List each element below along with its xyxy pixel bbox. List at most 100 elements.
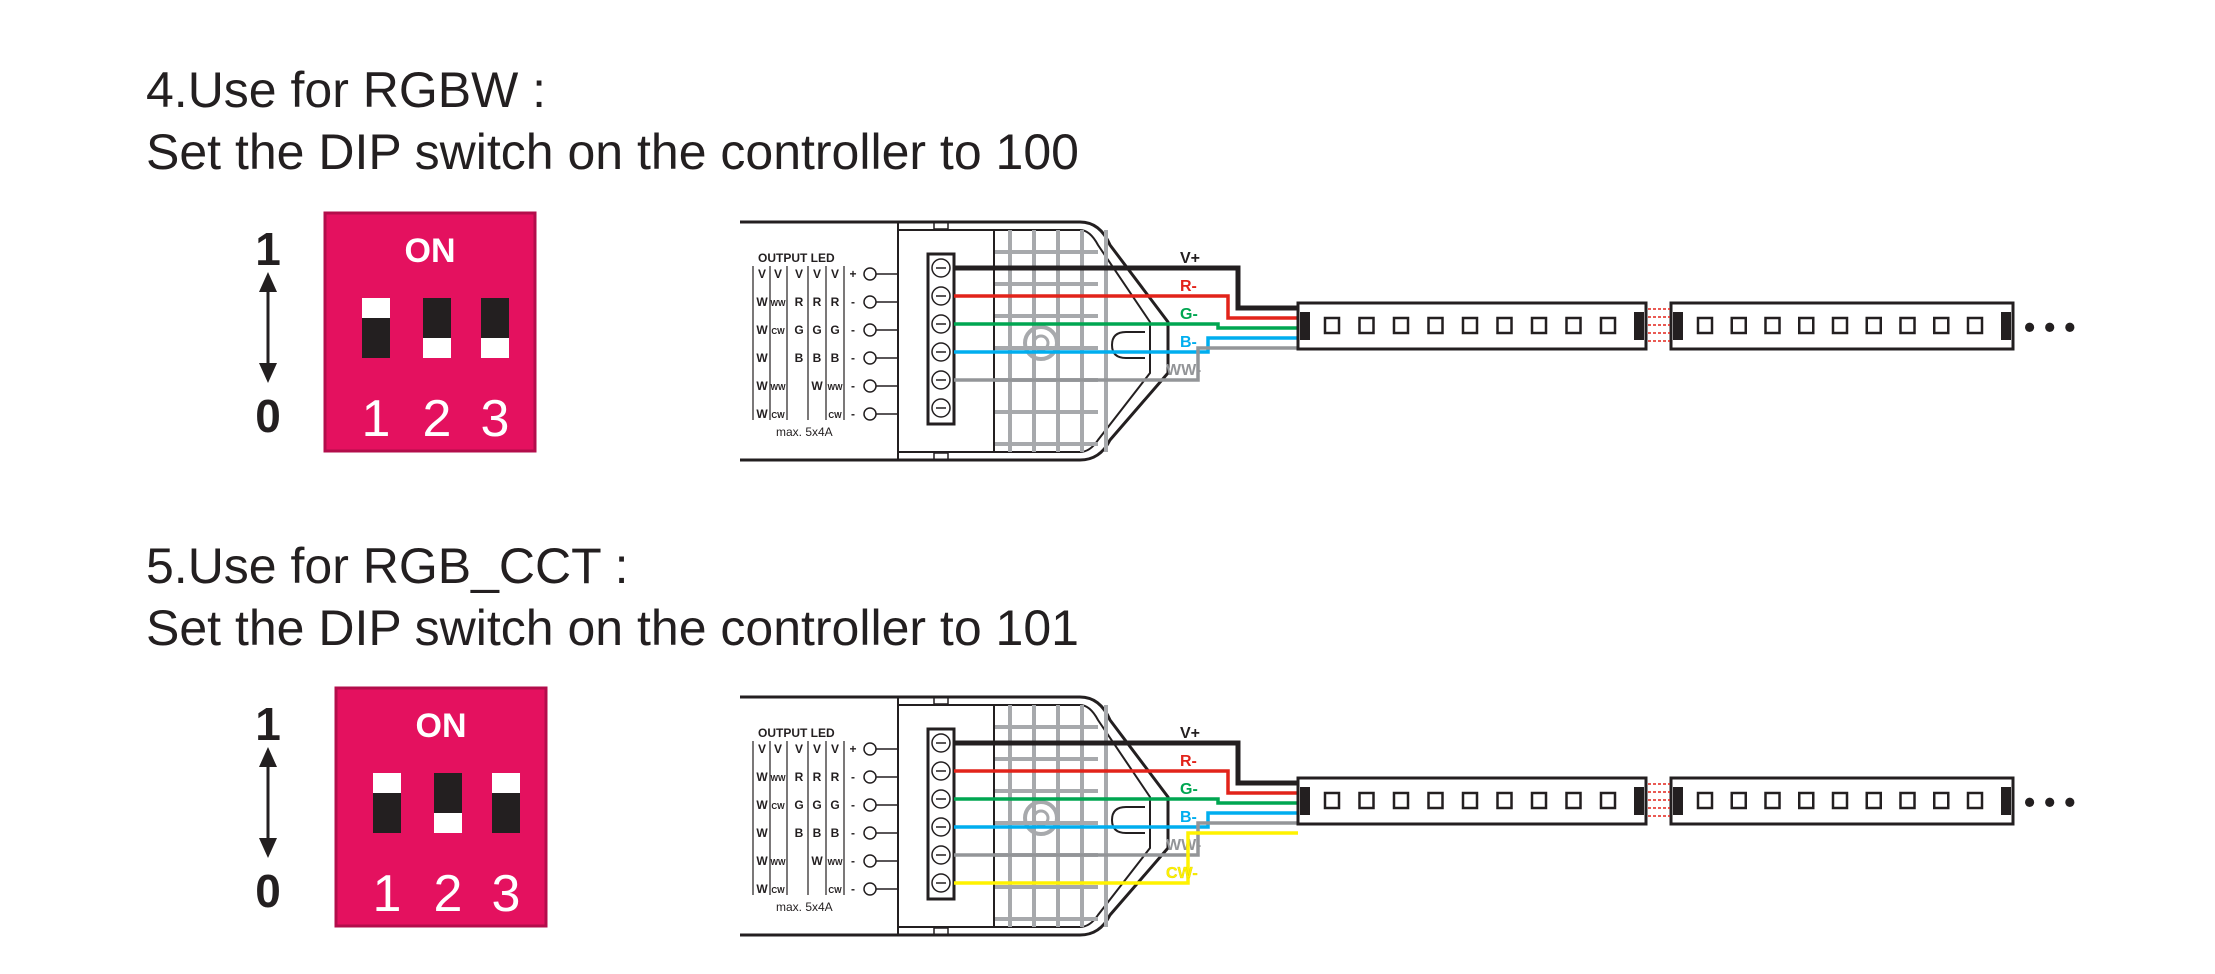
table-cell: V — [831, 742, 839, 756]
clip-top — [933, 221, 949, 230]
table-cell: R — [831, 295, 840, 309]
table-cell: WW — [827, 383, 843, 392]
led-chip — [1358, 791, 1375, 810]
section-2-subtitle: Set the DIP switch on the controller to … — [146, 600, 1079, 656]
led-chip — [1461, 316, 1479, 335]
dip-number-2: 2 — [434, 865, 463, 923]
wire-label: B- — [1180, 809, 1197, 826]
table-cell: V — [758, 742, 766, 756]
dip-on-label: ON — [405, 232, 456, 270]
terminal-circle — [863, 854, 877, 868]
table-cell: G — [794, 798, 803, 812]
dip-knob-3 — [481, 338, 509, 358]
table-cell: W — [811, 854, 823, 868]
table-cell: V — [813, 742, 821, 756]
section-1-subtitle: Set the DIP switch on the controller to … — [146, 124, 1079, 180]
wire-b — [954, 811, 1298, 829]
table-cell: V — [795, 267, 803, 281]
table-cell: W — [756, 854, 768, 868]
table-cell: - — [851, 826, 855, 840]
wire-cw — [954, 831, 1298, 885]
led-chip — [1730, 791, 1747, 810]
table-cell: WW — [827, 858, 843, 867]
wire-label: R- — [1180, 753, 1197, 770]
table-cell: V — [774, 742, 782, 756]
clip-top — [933, 696, 949, 705]
table-cell: - — [851, 770, 855, 784]
table-cell: W — [756, 295, 768, 309]
terminal-circle — [863, 826, 877, 840]
screw-center-icon — [1032, 809, 1050, 827]
table-cell: G — [830, 323, 839, 337]
table-cell: - — [851, 295, 855, 309]
dip-number-3: 3 — [481, 390, 510, 448]
dip-number-3: 3 — [492, 865, 521, 923]
wire-r — [954, 769, 1298, 795]
table-cell: G — [830, 798, 839, 812]
led-chip — [1323, 316, 1341, 335]
controller-inner-outline — [898, 704, 1151, 928]
wire-label: WW- — [1166, 837, 1201, 854]
led-chip — [1599, 791, 1617, 810]
led-chip — [1530, 791, 1548, 810]
wire-label: G- — [1180, 781, 1198, 798]
table-cell: R — [795, 770, 804, 784]
continuation-dots: • • • — [2024, 309, 2075, 345]
dip-on-label: ON — [416, 707, 467, 745]
terminal-circle — [863, 379, 877, 393]
led-chip — [1427, 791, 1444, 810]
table-cell: CW — [828, 886, 842, 895]
led-chip — [1798, 316, 1815, 335]
led-chip — [1358, 316, 1375, 335]
section-1-title: 4.Use for RGBW : — [146, 62, 547, 118]
wire-label: V+ — [1180, 250, 1200, 267]
dip-high-label: 1 — [255, 223, 281, 275]
led-chip — [1831, 316, 1849, 335]
led-chip — [1599, 316, 1617, 335]
arrow-up-icon — [259, 747, 277, 767]
dip-knob-1 — [362, 298, 390, 318]
wires: V+R-G-B-WW- — [954, 250, 1298, 382]
terminal-block — [926, 252, 956, 426]
table-cell: G — [812, 798, 821, 812]
wire-g — [954, 322, 1298, 330]
wire-b — [954, 336, 1298, 354]
table-cell: WW — [770, 299, 786, 308]
led-chip — [1427, 316, 1444, 335]
table-cell: V — [795, 742, 803, 756]
dip-number-1: 1 — [373, 865, 402, 923]
led-chip — [1865, 791, 1882, 810]
led-chip — [1496, 316, 1513, 335]
wire-label: G- — [1180, 306, 1198, 323]
strip-pad — [2001, 787, 2011, 815]
wires: V+R-G-B-WW-CW- — [954, 725, 1298, 885]
table-cell: B — [813, 351, 822, 365]
table-cell: CW — [828, 411, 842, 420]
table-cell: B — [795, 826, 804, 840]
led-chip — [1966, 791, 1984, 810]
terminal-block — [926, 727, 956, 901]
terminal-circle — [863, 323, 877, 337]
dip-number-2: 2 — [423, 390, 452, 448]
rating-label: max. 5x4A — [776, 425, 833, 439]
controller-outline — [740, 695, 1170, 937]
table-cell: CW — [771, 411, 785, 420]
table-cell: V — [758, 267, 766, 281]
wire-r — [954, 294, 1298, 320]
wire-ww — [954, 346, 1298, 382]
table-cell: B — [813, 826, 822, 840]
table-cell: CW — [771, 802, 785, 811]
led-chip — [1798, 791, 1815, 810]
table-cell: W — [756, 770, 768, 784]
table-cell: CW — [771, 886, 785, 895]
led-chip — [1730, 316, 1747, 335]
dip-high-label: 1 — [255, 698, 281, 750]
screw-icon — [1023, 800, 1059, 836]
table-cell: WW — [770, 383, 786, 392]
table-cell: V — [774, 267, 782, 281]
terminal-circle — [863, 351, 877, 365]
output-led-header: OUTPUT LED — [758, 726, 835, 740]
